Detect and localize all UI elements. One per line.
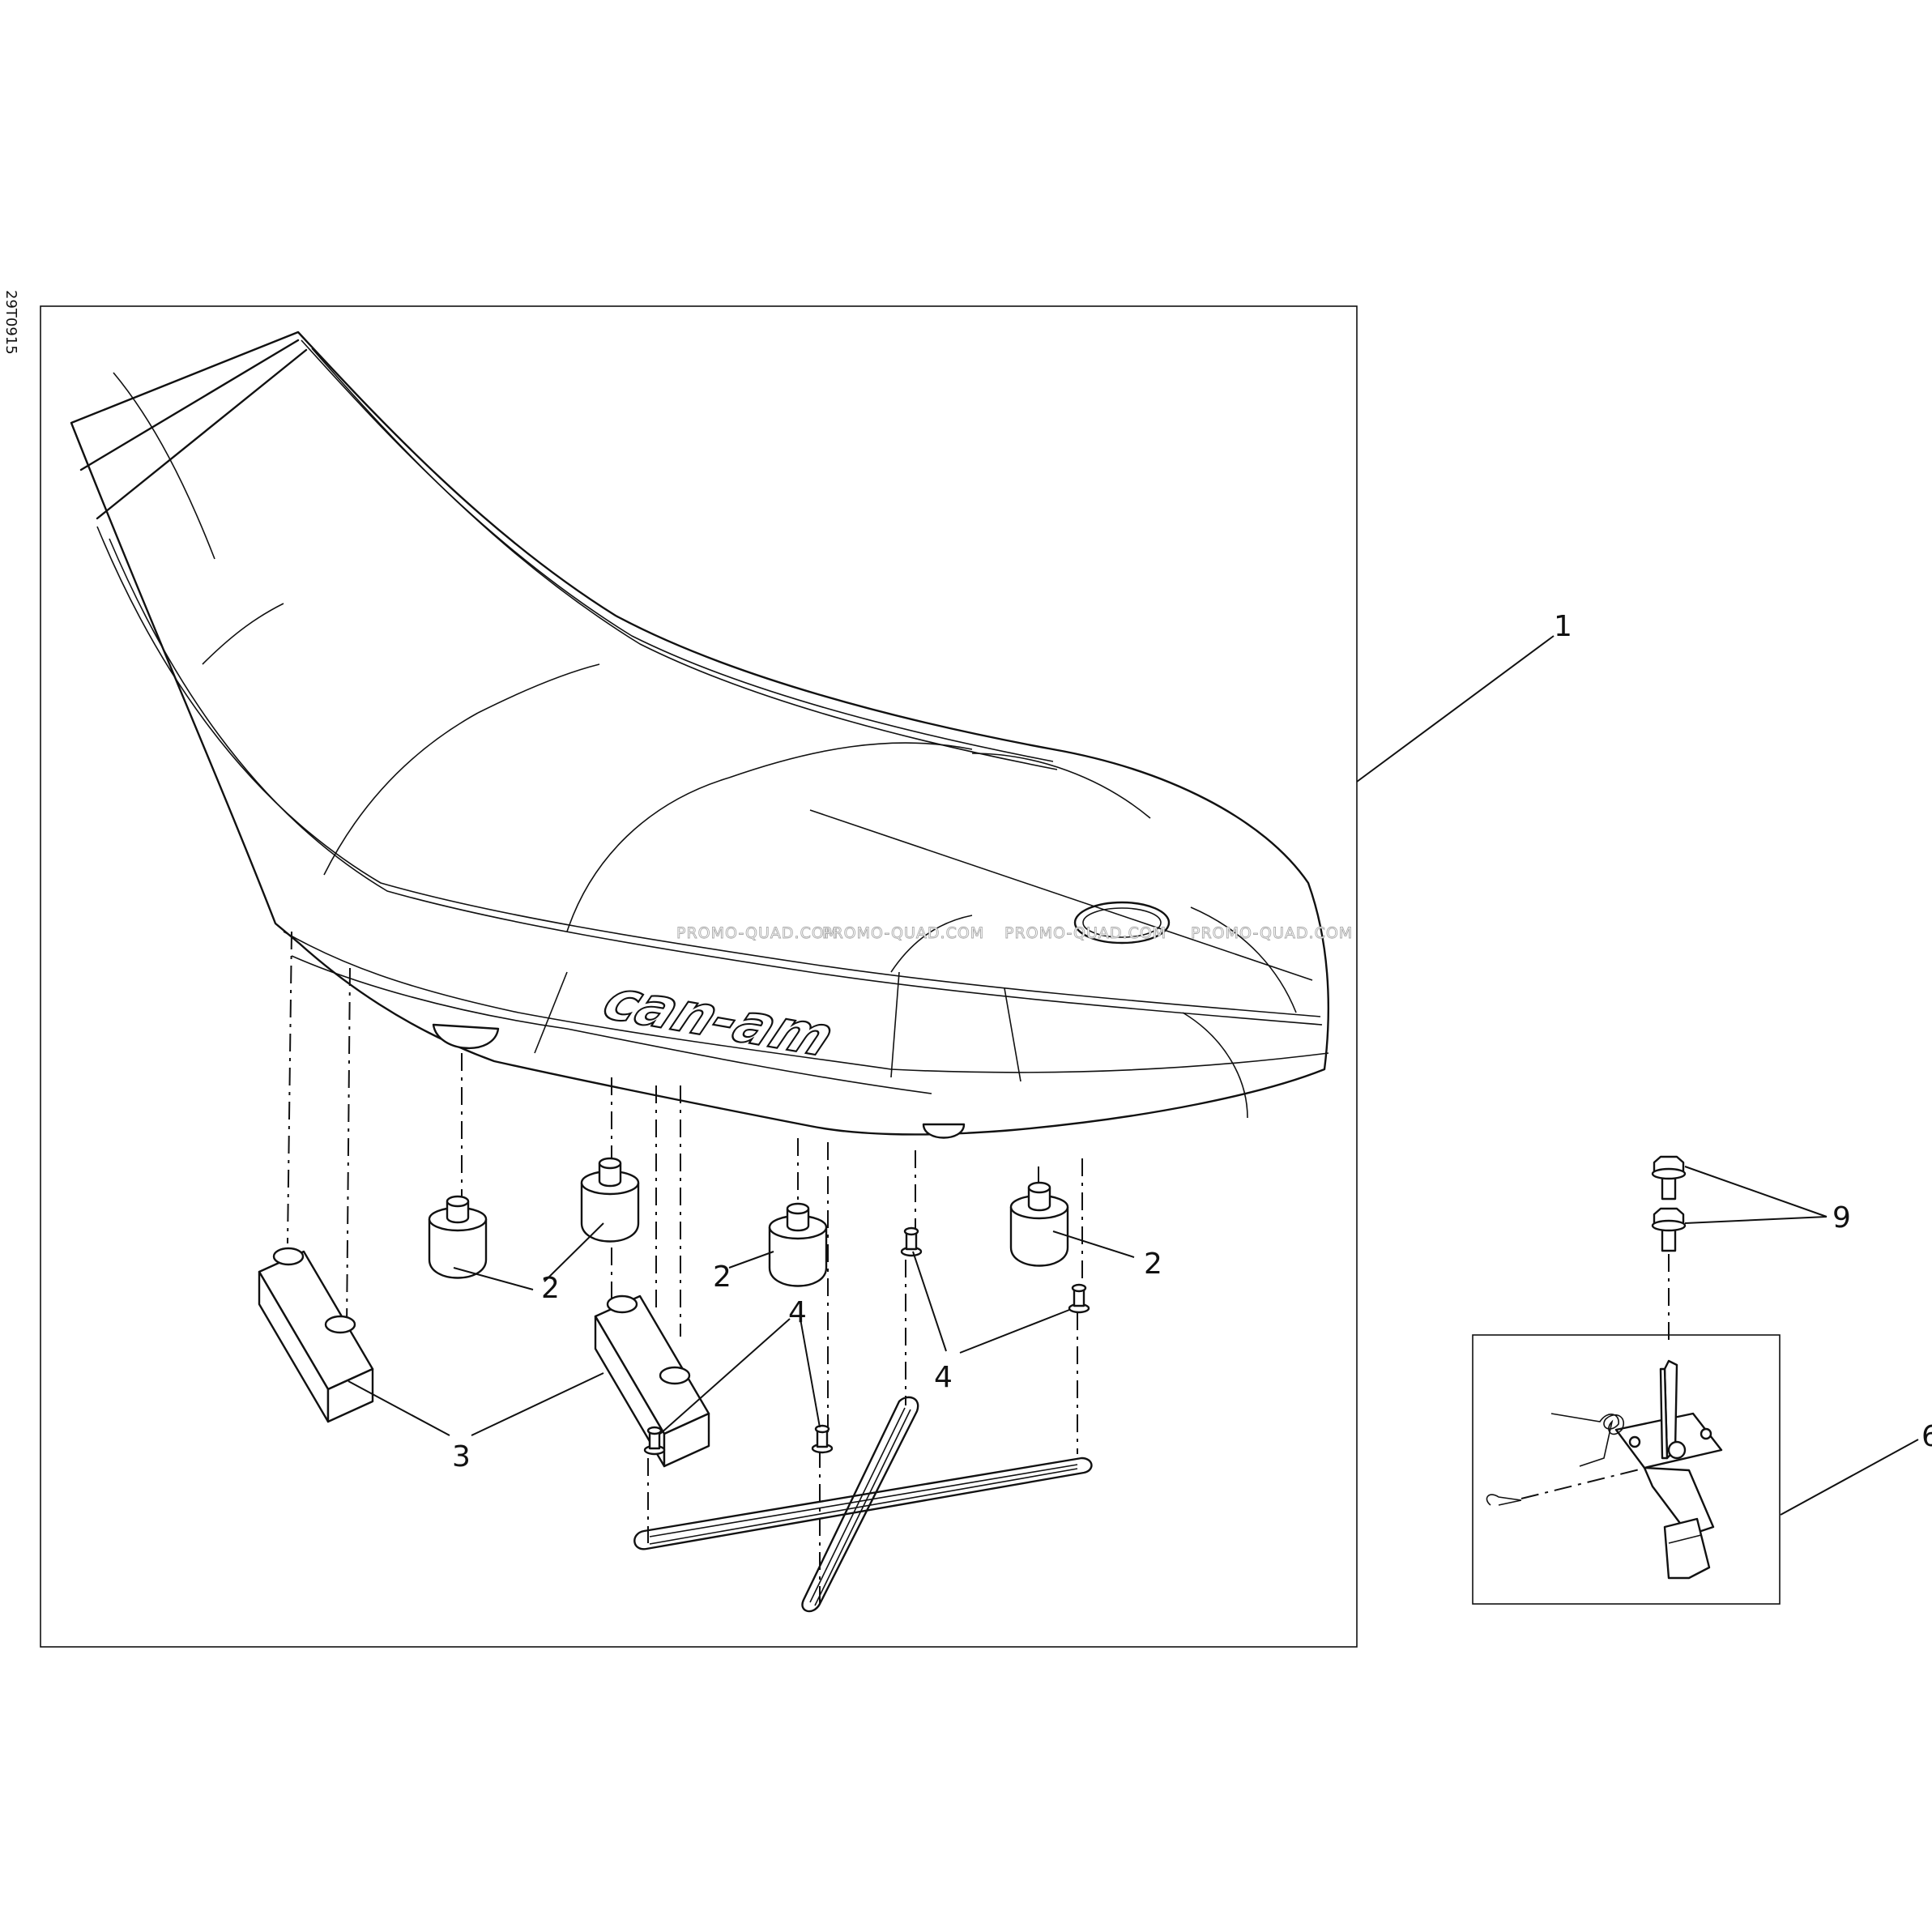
screw bbox=[1651, 1207, 1687, 1252]
bumper bbox=[428, 1195, 488, 1279]
latch-assembly bbox=[1486, 1359, 1723, 1580]
svg-text:PROMO-QUAD.COM: PROMO-QUAD.COM bbox=[1004, 924, 1166, 942]
callout-screw: 9 bbox=[1832, 1201, 1851, 1235]
callout-bumper: 2 bbox=[1144, 1247, 1162, 1281]
pin bbox=[1068, 1283, 1090, 1314]
bumper bbox=[580, 1157, 640, 1243]
assembly-lines bbox=[287, 931, 1670, 1604]
callout-bumper: 2 bbox=[713, 1260, 731, 1294]
pin bbox=[643, 1426, 666, 1456]
callout-pin: 4 bbox=[788, 1296, 807, 1329]
latch-frame bbox=[1472, 1334, 1781, 1605]
screw bbox=[1651, 1155, 1687, 1201]
pin bbox=[900, 1226, 923, 1257]
svg-text:PROMO-QUAD.COM: PROMO-QUAD.COM bbox=[822, 924, 984, 942]
guide-rail bbox=[633, 1456, 1093, 1550]
callout-latch-assembly: 6 bbox=[1921, 1420, 1932, 1453]
svg-text:PROMO-QUAD.COM: PROMO-QUAD.COM bbox=[1191, 924, 1353, 942]
callout-seat: 1 bbox=[1554, 610, 1572, 643]
guide-rail bbox=[801, 1396, 919, 1613]
callout-bumper: 2 bbox=[541, 1272, 560, 1305]
pin bbox=[811, 1424, 834, 1454]
block bbox=[594, 1294, 710, 1468]
watermark: PROMO-QUAD.COM PROMO-QUAD.COM PROMO-QUAD… bbox=[676, 924, 1353, 943]
seat bbox=[70, 331, 1330, 1139]
svg-text:PROMO-QUAD.COM: PROMO-QUAD.COM bbox=[676, 924, 838, 942]
brand-logo: can-am bbox=[594, 970, 843, 1069]
bumper bbox=[1009, 1181, 1069, 1267]
main-frame bbox=[40, 305, 1358, 1648]
drawing-number: 29T0915 bbox=[2, 290, 19, 355]
bumper bbox=[768, 1202, 828, 1287]
leader-lines bbox=[348, 635, 1919, 1516]
block bbox=[258, 1247, 374, 1423]
callout-pin: 4 bbox=[934, 1361, 953, 1394]
callout-block: 3 bbox=[452, 1440, 471, 1474]
